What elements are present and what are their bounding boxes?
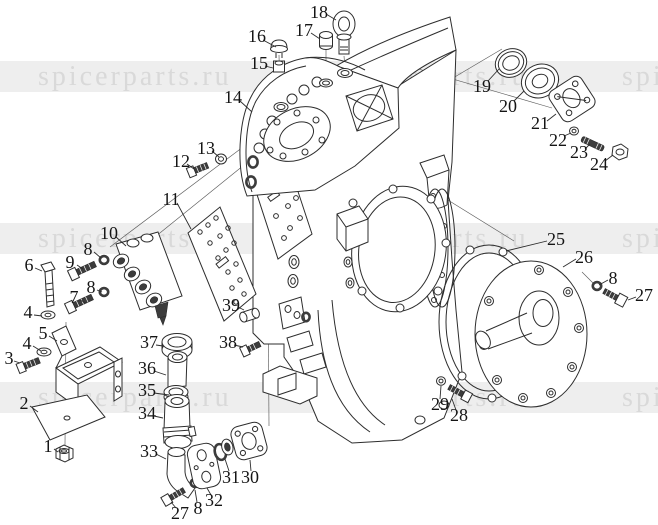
shim-plate-2 [31, 394, 106, 441]
housing-roof-edge [334, 16, 457, 89]
part-label: 20 [499, 96, 517, 116]
part-label: 10 [100, 223, 118, 243]
bolt-27 [602, 288, 629, 308]
bolt-3 [15, 357, 41, 375]
square-nut-15 [273, 60, 285, 73]
part-label: 6 [25, 255, 34, 275]
eye-bolt [332, 10, 356, 55]
part-label: 37 [140, 332, 158, 352]
elbow-tube-33 [166, 451, 196, 499]
part-label: 26 [575, 247, 593, 267]
part-label: 14 [224, 87, 242, 107]
part-label: 2 [20, 393, 29, 413]
flange-32 [186, 442, 222, 490]
part-label: 18 [310, 2, 328, 22]
washer-4 [40, 310, 56, 320]
part-label: 31 [222, 467, 240, 487]
part-number-labels: 1 2 3 4 4 5 6 7 8 8 8 8 9 10 11 12 13 14… [5, 2, 654, 523]
washer-8 [591, 280, 603, 292]
washer-8 [98, 286, 110, 298]
part-label: 39 [222, 295, 240, 315]
part-label: 23 [570, 142, 588, 162]
plug-17 [319, 31, 333, 50]
housing-block [336, 205, 369, 252]
part-label: 8 [194, 498, 203, 518]
part-label: 17 [295, 20, 313, 40]
top-cover [239, 56, 400, 197]
cover-plate-21 [548, 75, 596, 123]
washer-8 [98, 254, 110, 266]
part-label: 13 [197, 138, 215, 158]
watermark-text: spicerparts.ru [622, 223, 658, 254]
part-label: 29 [431, 394, 449, 414]
part-label: 34 [138, 403, 156, 423]
part-label: 24 [590, 154, 608, 174]
part-label: 19 [473, 76, 491, 96]
separator-plate [187, 206, 257, 322]
bolt-6 [40, 261, 56, 308]
part-label: 3 [5, 348, 14, 368]
washer-22 [569, 126, 579, 136]
part-label: 27 [635, 285, 653, 305]
part-label: 9 [66, 252, 75, 272]
tube-assembly [161, 333, 197, 499]
oil-seal-19 [494, 48, 528, 78]
part-label: 27 [171, 503, 189, 523]
part-label: 21 [531, 113, 549, 133]
part-label: 4 [24, 302, 33, 322]
part-label: 12 [172, 151, 190, 171]
plug-16 [270, 39, 288, 58]
mounting-foot [262, 365, 318, 405]
nut-1 [55, 444, 74, 463]
seal-31 [213, 438, 234, 462]
leader-lines [13, 13, 637, 509]
watermark-text: spicerparts.ru [622, 382, 658, 413]
part-label: 28 [450, 405, 468, 425]
part-label: 30 [241, 467, 259, 487]
bolt-27 [160, 487, 186, 508]
part-label: 8 [87, 277, 96, 297]
part-label: 4 [23, 333, 32, 353]
round-cover-26 [474, 260, 588, 408]
part-label: 22 [549, 130, 567, 150]
part-label: 8 [84, 239, 93, 259]
part-label: 1 [44, 436, 53, 456]
bearing-20 [520, 63, 560, 99]
part-label: 7 [70, 287, 79, 307]
part-label: 35 [138, 380, 156, 400]
part-label: 32 [205, 490, 223, 510]
washer-4 [36, 347, 52, 357]
bolt-38 [238, 341, 262, 358]
part-label: 15 [250, 53, 268, 73]
part-label: 16 [248, 26, 266, 46]
part-label: 38 [219, 332, 237, 352]
watermark-text: spicerparts.ru [622, 61, 658, 92]
bolt-28 [447, 384, 474, 404]
part-label: 33 [140, 441, 158, 461]
watermark-text: spicerparts.ru [38, 61, 232, 92]
bolt-9 [66, 260, 97, 282]
plug-39 [239, 307, 260, 323]
part-label: 11 [162, 189, 179, 209]
stud-23 [580, 136, 605, 152]
nut-24 [611, 143, 629, 161]
bracket-5 [51, 325, 123, 409]
washer-29 [436, 376, 446, 386]
part-label: 8 [609, 268, 618, 288]
flange-30 [230, 421, 268, 461]
part-label: 5 [39, 323, 48, 343]
part-label: 36 [138, 358, 156, 378]
control-valve [112, 231, 183, 326]
part-label: 25 [547, 229, 565, 249]
